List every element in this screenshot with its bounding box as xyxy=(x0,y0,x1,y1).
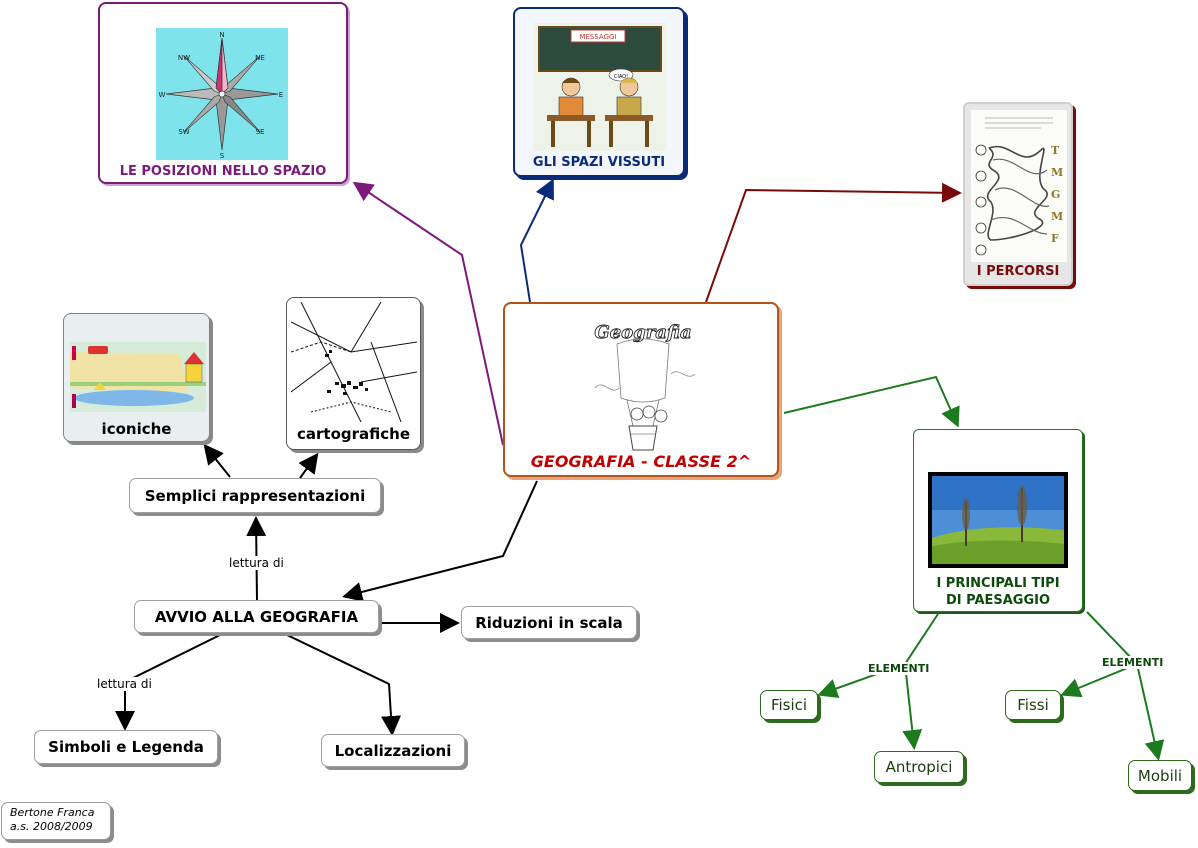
node-mobili[interactable]: Mobili xyxy=(1128,760,1192,791)
semplici-label: Semplici rappresentazioni xyxy=(144,486,366,505)
svg-text:S: S xyxy=(220,152,225,160)
riduzioni-label: Riduzioni in scala xyxy=(475,613,623,632)
avvio-label: AVVIO ALLA GEOGRAFIA xyxy=(154,607,359,626)
node-iconiche[interactable]: iconiche xyxy=(63,313,210,442)
fisici-label: Fisici xyxy=(770,696,808,714)
node-central[interactable]: Geografia GEOGRAFIA - CLASSE 2^ xyxy=(503,302,779,477)
node-fisici[interactable]: Fisici xyxy=(760,690,818,720)
node-semplici-rappresentazioni[interactable]: Semplici rappresentazioni xyxy=(129,478,381,513)
credit-year: a.s. 2008/2009 xyxy=(10,820,93,833)
compass-image: N NE E SE S SW W NW xyxy=(156,28,288,160)
iconiche-label: iconiche xyxy=(101,420,172,438)
balloon-image: Geografia xyxy=(587,318,699,454)
svg-text:M: M xyxy=(1051,166,1063,179)
node-percorsi[interactable]: T M G M F I PERCORSI xyxy=(963,102,1073,286)
landscape-photo-icon xyxy=(932,476,1064,564)
svg-text:E: E xyxy=(279,91,283,99)
link-label-lettura-semplici: lettura di xyxy=(227,556,286,570)
link-mobili xyxy=(1136,663,1165,761)
central-title: GEOGRAFIA - CLASSE 2^ xyxy=(530,452,752,471)
link-label-elementi-fissi: ELEMENTI xyxy=(1100,656,1166,669)
node-localizzazioni[interactable]: Localizzazioni xyxy=(321,734,465,767)
fissi-label: Fissi xyxy=(1017,696,1049,714)
paesaggi-label-line2: DI PAESAGGIO xyxy=(945,593,1051,608)
svg-text:T: T xyxy=(1051,144,1060,157)
mobili-label: Mobili xyxy=(1137,766,1183,785)
link-spazi xyxy=(519,178,554,303)
localizzazioni-label: Localizzazioni xyxy=(334,741,452,760)
posizioni-label: LE POSIZIONI NELLO SPAZIO xyxy=(119,164,327,179)
compass-rose-icon: N NE E SE S SW W NW xyxy=(159,31,284,160)
topographic-map-icon xyxy=(291,302,417,422)
link-avvio xyxy=(342,480,538,602)
node-antropici[interactable]: Antropici xyxy=(874,751,964,783)
link-localizzazioni xyxy=(284,633,401,736)
svg-text:W: W xyxy=(159,91,166,99)
classroom-image: MESSAGGI CIAO! xyxy=(533,23,667,151)
node-paesaggi[interactable]: I PRINCIPALI TIPI DI PAESAGGIO xyxy=(913,429,1083,612)
svg-text:G: G xyxy=(1051,188,1060,201)
svg-text:CIAO!: CIAO! xyxy=(614,74,628,80)
node-spazi[interactable]: MESSAGGI CIAO! GLI SPAZI VISSUTI xyxy=(513,7,685,177)
hot-air-balloon-icon: Geografia xyxy=(594,322,696,451)
link-antropici xyxy=(902,663,923,750)
svg-text:Geografia: Geografia xyxy=(594,322,691,343)
link-fisici xyxy=(817,613,939,699)
credit-author: Bertone Franca xyxy=(10,806,95,819)
link-label-elementi-fisici: ELEMENTI xyxy=(866,662,932,675)
link-paesaggi xyxy=(783,375,960,428)
node-riduzioni-scala[interactable]: Riduzioni in scala xyxy=(461,606,637,639)
node-cartografiche[interactable]: cartografiche xyxy=(286,297,421,450)
link-posizioni xyxy=(352,181,504,446)
link-fissi xyxy=(1060,611,1139,698)
antropici-label: Antropici xyxy=(885,758,953,776)
node-posizioni[interactable]: N NE E SE S SW W NW LE POSIZIONI NELLO S… xyxy=(98,2,348,184)
paesaggi-label-line1: I PRINCIPALI TIPI xyxy=(936,576,1060,591)
link-iconiche xyxy=(203,443,231,478)
svg-text:NW: NW xyxy=(178,54,190,62)
node-fissi[interactable]: Fissi xyxy=(1005,690,1061,720)
percorsi-label: I PERCORSI xyxy=(976,264,1060,279)
node-simboli-legenda[interactable]: Simboli e Legenda xyxy=(34,730,218,764)
iconic-scene-icon xyxy=(70,342,206,412)
svg-text:N: N xyxy=(219,31,224,39)
link-percorsi xyxy=(705,182,962,303)
svg-text:M: M xyxy=(1051,210,1063,223)
maze-image: T M G M F xyxy=(971,110,1067,262)
simboli-label: Simboli e Legenda xyxy=(48,738,204,756)
link-label-lettura-simboli: lettura di xyxy=(95,677,154,691)
svg-text:SE: SE xyxy=(256,128,265,136)
svg-text:MESSAGGI: MESSAGGI xyxy=(579,33,616,41)
node-avvio-geografia[interactable]: AVVIO ALLA GEOGRAFIA xyxy=(134,600,379,633)
link-cartografiche xyxy=(298,452,319,479)
cartografiche-label: cartografiche xyxy=(296,425,410,443)
svg-text:SW: SW xyxy=(178,128,189,136)
svg-text:NE: NE xyxy=(255,54,265,62)
spazi-label: GLI SPAZI VISSUTI xyxy=(532,155,666,170)
svg-text:F: F xyxy=(1051,232,1059,245)
classroom-icon: MESSAGGI CIAO! xyxy=(538,26,662,147)
credit-box: Bertone Franca a.s. 2008/2009 xyxy=(1,802,111,840)
map-image xyxy=(291,302,417,422)
landscape-image xyxy=(928,472,1068,568)
maze-icon: T M G M F xyxy=(975,117,1063,256)
iconic-representation-image xyxy=(70,342,206,412)
